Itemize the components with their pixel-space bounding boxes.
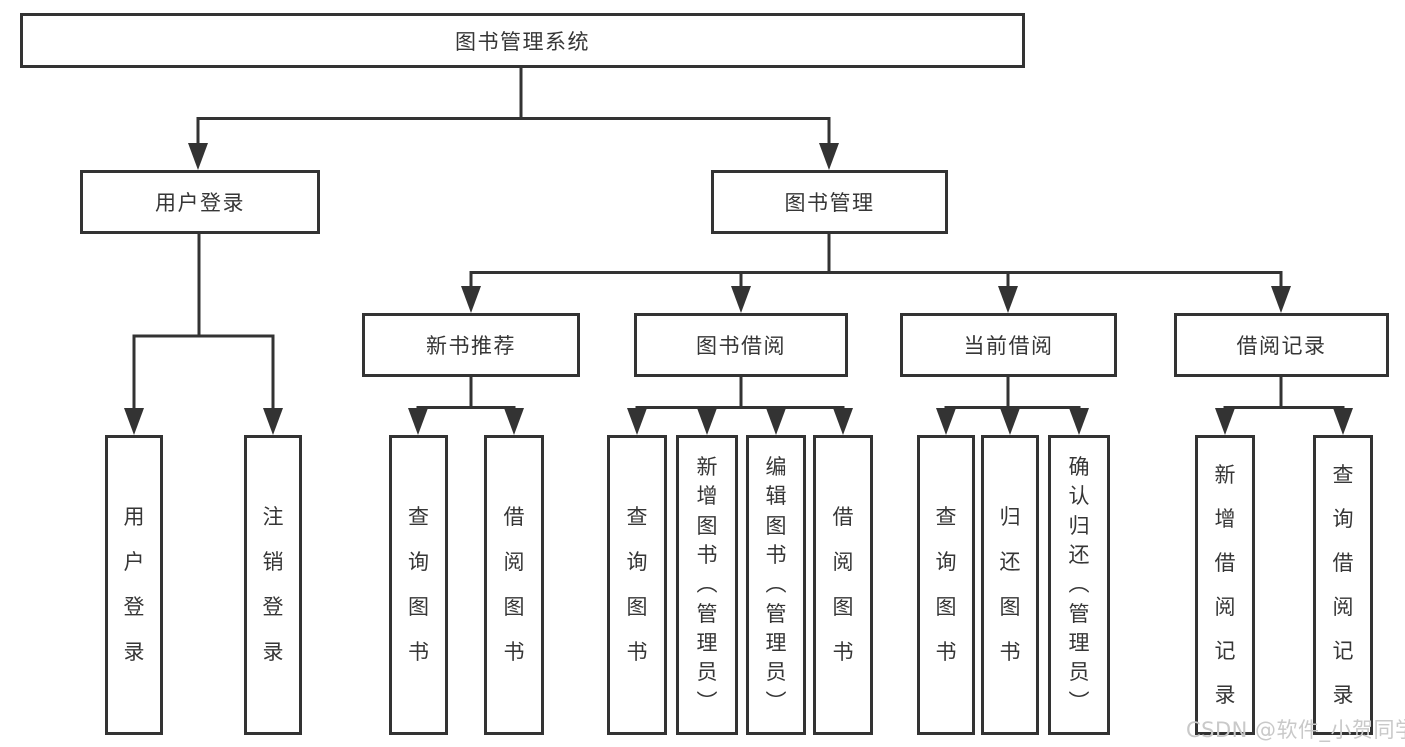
leaf-query-books-current: 查询图书 xyxy=(917,435,975,735)
leaf-add-book-admin: 新增图书︵管理员︶ xyxy=(676,435,738,735)
leaf-query-books-borrow: 查询图书 xyxy=(607,435,667,735)
leaf-query-books-recommend: 查询图书 xyxy=(389,435,448,735)
node-book-borrow: 图书借阅 xyxy=(634,313,848,377)
node-user-login: 用户登录 xyxy=(80,170,320,234)
node-new-book-recommend: 新书推荐 xyxy=(362,313,580,377)
leaf-confirm-return-admin: 确认归还︵管理员︶ xyxy=(1048,435,1110,735)
node-borrow-records: 借阅记录 xyxy=(1174,313,1389,377)
leaf-borrow-books-borrow: 借阅图书 xyxy=(813,435,873,735)
node-book-system: 图书管理系统 xyxy=(20,13,1025,68)
leaf-add-borrow-record: 新增借阅记录 xyxy=(1195,435,1255,735)
leaf-return-book: 归还图书 xyxy=(981,435,1039,735)
leaf-edit-book-admin: 编辑图书︵管理员︶ xyxy=(746,435,806,735)
node-current-borrow: 当前借阅 xyxy=(900,313,1117,377)
leaf-logout: 注销登录 xyxy=(244,435,302,735)
leaf-query-borrow-record: 查询借阅记录 xyxy=(1313,435,1373,735)
leaf-borrow-books-recommend: 借阅图书 xyxy=(484,435,544,735)
leaf-user-login: 用户登录 xyxy=(105,435,163,735)
csdn-watermark: CSDN @软件_小贺同学 xyxy=(1186,718,1405,742)
node-book-manage: 图书管理 xyxy=(711,170,948,234)
